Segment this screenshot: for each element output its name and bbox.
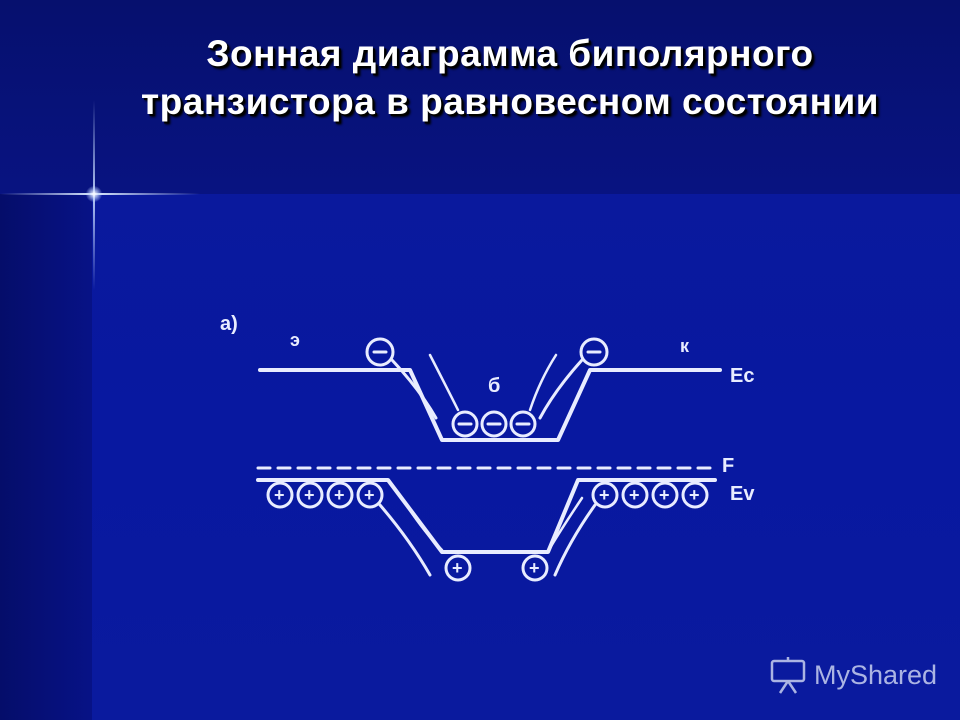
electron-diffusion-arrow (390, 358, 438, 420)
ev-label: Ev (730, 483, 755, 505)
hole-diffusion-arrow (553, 503, 597, 577)
watermark-text: MyShared (814, 659, 938, 690)
hole-marker (444, 554, 472, 582)
electrons-group (365, 337, 609, 438)
hole-marker (266, 481, 294, 509)
presentation-board-icon (770, 657, 806, 694)
hole-symbol: + (334, 485, 345, 505)
hole-marker (521, 554, 549, 582)
title-band (0, 0, 960, 194)
hole-symbol: + (274, 485, 285, 505)
electron-marker (365, 337, 395, 367)
electron-marker (509, 410, 537, 438)
hole-marker (651, 481, 679, 509)
hole-marker (356, 481, 384, 509)
ec-label: Ec (730, 365, 754, 387)
collector-label: к (680, 336, 690, 356)
electron-diffusion-arrow (538, 358, 584, 420)
hole-marker (296, 481, 324, 509)
hole-diffusion-arrow (378, 503, 432, 577)
electron-drift-arrow (528, 353, 558, 412)
hole-symbol: + (364, 485, 375, 505)
f-label: F (722, 455, 734, 477)
sparkle-star-icon (86, 186, 102, 202)
hole-symbol: + (599, 485, 610, 505)
electron-marker (480, 410, 508, 438)
panel-label: а) (220, 313, 238, 335)
hole-drift-arrow (548, 496, 584, 550)
base-label: б (488, 375, 500, 397)
electron-marker (579, 337, 609, 367)
hole-symbol: + (529, 558, 540, 578)
hole-symbol: + (689, 485, 700, 505)
valence-band-edge (256, 478, 717, 554)
electron-drift-arrow (428, 353, 460, 412)
hole-drift-arrow (400, 496, 444, 552)
hole-marker (326, 481, 354, 509)
emitter-label: э (290, 330, 300, 350)
electron-marker (451, 410, 479, 438)
hole-symbol: + (452, 558, 463, 578)
watermark: MyShared (768, 655, 937, 695)
hole-marker (621, 481, 649, 509)
hole-symbol: + (304, 485, 315, 505)
band-diagram: а) э б к Ec F Ev + + + + + + + + + + (220, 313, 755, 582)
hole-marker (591, 481, 619, 509)
holes-group (266, 481, 709, 582)
hole-marker (681, 481, 709, 509)
slide-title: Зонная диаграмма биполярного транзистора… (141, 33, 879, 122)
hole-symbol: + (659, 485, 670, 505)
conduction-band-edge (258, 368, 722, 442)
hole-symbol: + (629, 485, 640, 505)
